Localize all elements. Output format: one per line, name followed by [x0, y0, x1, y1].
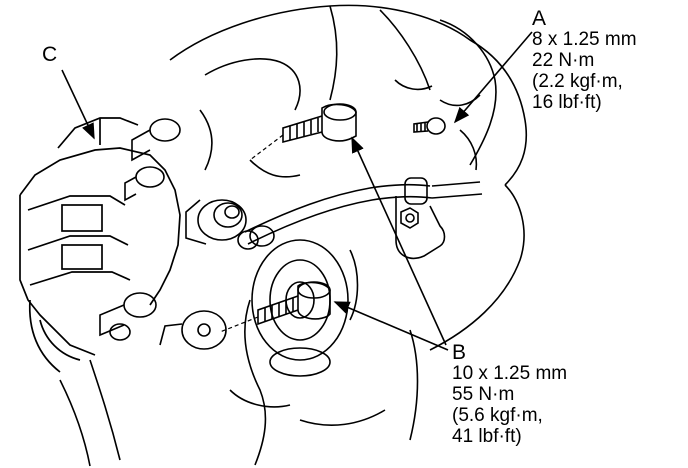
label-a-letter: A	[532, 7, 547, 30]
caliper-body	[19, 117, 181, 373]
label-a: A 8 x 1.25 mm 22 N·m (2.2 kgf·m, 16 lbf·…	[532, 8, 637, 113]
label-b-size: 10 x 1.25 mm	[452, 363, 568, 384]
bolt-b-lower	[257, 281, 331, 326]
label-b-torque-kgf: (5.6 kgf·m,	[452, 405, 543, 426]
label-b-torque-lbf: 41 lbf·ft)	[452, 426, 522, 447]
brake-hose	[244, 177, 483, 245]
label-b-letter: B	[452, 341, 467, 364]
banjo-fitting	[185, 199, 275, 250]
hose-bracket	[395, 196, 446, 260]
label-a-size: 8 x 1.25 mm	[532, 29, 637, 50]
label-b: B 10 x 1.25 mm 55 N·m (5.6 kgf·m, 41 lbf…	[452, 342, 567, 447]
hub-mount	[251, 239, 349, 377]
leader-b-upper	[351, 136, 447, 346]
label-c: C	[42, 43, 58, 66]
label-b-torque-nm: 55 N·m	[452, 384, 515, 405]
label-a-torque-lbf: 16 lbf·ft)	[532, 92, 602, 113]
leader-lines	[61, 31, 533, 351]
bolt-b-upper	[282, 103, 357, 144]
leader-a	[453, 31, 533, 124]
leader-c	[61, 69, 95, 140]
bolt-a	[413, 117, 446, 135]
leader-b-lower	[333, 301, 449, 351]
label-a-torque-nm: 22 N·m	[532, 50, 595, 71]
label-a-torque-kgf: (2.2 kgf·m,	[532, 71, 623, 92]
caliper-pins	[99, 118, 181, 341]
steering-knuckle	[59, 4, 528, 467]
caliper-bracket-ear	[159, 310, 227, 350]
